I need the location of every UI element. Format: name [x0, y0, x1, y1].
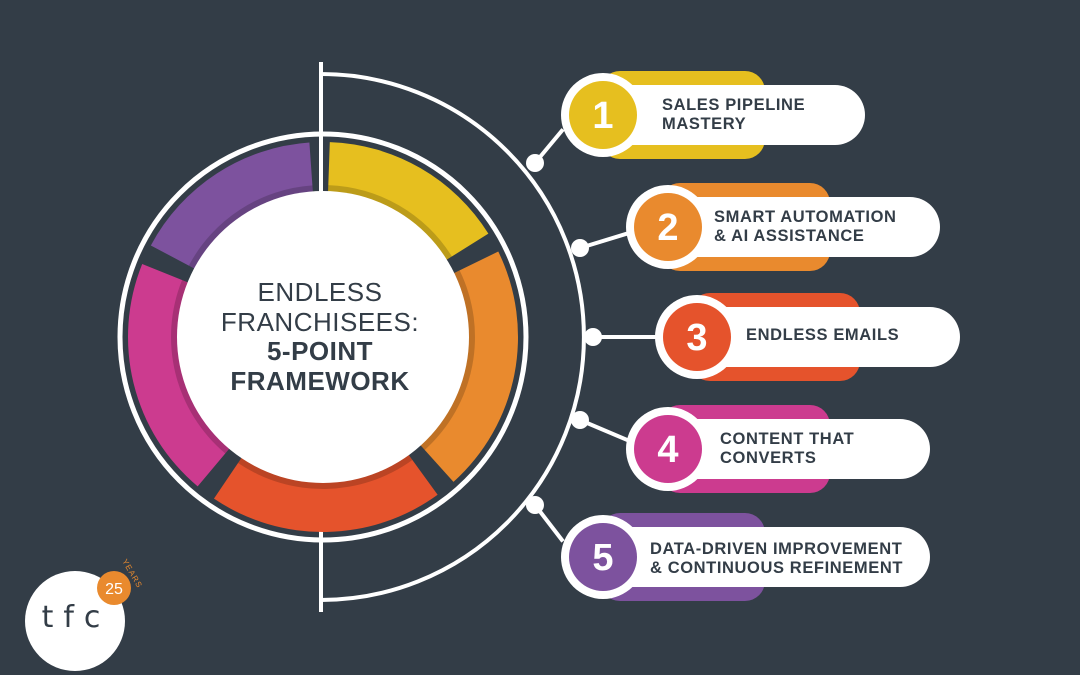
center-title: ENDLESS FRANCHISEES: 5-POINT FRAMEWORK [200, 277, 440, 397]
center-title-line1: ENDLESS [257, 277, 383, 307]
ring-segment-orange [416, 251, 518, 482]
item-1-number: 1 [592, 95, 613, 137]
item-2-number-badge [634, 193, 702, 261]
item-4-label: CONTENT THAT CONVERTS [720, 430, 855, 467]
item-1-number-badge [569, 81, 637, 149]
item-1-node-dot [526, 154, 544, 172]
item-5-number: 5 [592, 537, 613, 579]
item-1-label: SALES PIPELINE MASTERY [662, 96, 806, 133]
item-5-number-badge [569, 523, 637, 591]
item-5-label: DATA-DRIVEN IMPROVEMENT & CONTINUOUS REF… [650, 540, 904, 577]
ring-segment-yellow [327, 142, 489, 263]
item-4-number: 4 [657, 429, 678, 471]
item-4-pill [660, 419, 930, 479]
logo-badge [97, 571, 131, 605]
item-2-pill [660, 197, 940, 257]
item-2-label: SMART AUTOMATION & AI ASSISTANCE [714, 208, 897, 245]
ring-segment-red-shade [238, 450, 413, 489]
item-2-number: 2 [657, 207, 678, 249]
center-title-line3: 5-POINT [266, 336, 374, 367]
item-1-pill [600, 85, 865, 145]
ring-segment-purple [150, 142, 314, 272]
ring-segment-magenta [127, 263, 234, 487]
item-3-pill [690, 307, 960, 367]
item-3-node-dot [584, 328, 602, 346]
outer-ring [117, 131, 529, 543]
item-2-node-dot [571, 239, 589, 257]
center-title-line2: FRANCHISEES: [220, 306, 420, 337]
item-5-node-dot [526, 496, 544, 514]
center-circle [177, 191, 469, 483]
item-4-number-badge [634, 415, 702, 483]
item-3-label: ENDLESS EMAILS [746, 326, 900, 344]
item-5-pill [590, 527, 930, 587]
item-3-number: 3 [686, 317, 707, 359]
item-3-number-badge [663, 303, 731, 371]
item-4-node-dot [571, 411, 589, 429]
center-title-line4: FRAMEWORK [230, 365, 410, 396]
logo-wordmark: tfc [41, 600, 111, 635]
logo-badge-number: 25 [105, 581, 123, 598]
